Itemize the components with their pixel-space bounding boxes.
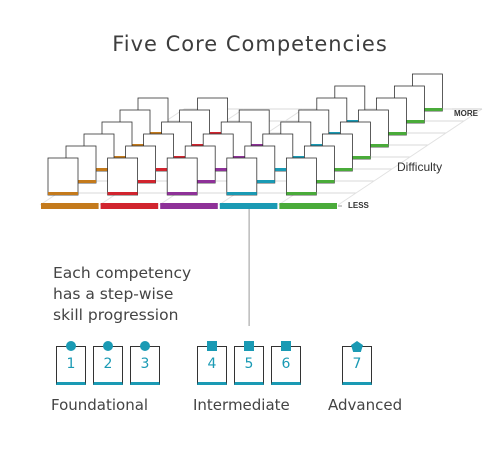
- skill-card-color-bar: [298, 144, 329, 147]
- skill-card-color-bar: [161, 156, 192, 159]
- skill-card-color-bar: [340, 156, 371, 159]
- step-number: 6: [281, 356, 291, 372]
- skill-card-color-bar: [376, 132, 407, 135]
- skill-card-color-bar: [262, 168, 293, 171]
- skill-card-color-bar: [66, 180, 96, 183]
- skill-step-card: 6: [271, 341, 301, 385]
- competency-color-band: [219, 203, 278, 209]
- step-number: 5: [244, 356, 254, 372]
- skill-card-color-bar: [138, 132, 168, 135]
- square-marker-icon: [281, 341, 291, 351]
- skill-card-color-bar: [358, 144, 389, 147]
- skill-card-color-bar: [316, 132, 347, 135]
- skill-card: [285, 157, 317, 196]
- step-number: 2: [103, 356, 113, 372]
- description-line: has a step-wise: [53, 285, 174, 303]
- skill-card: [47, 157, 79, 196]
- square-marker-icon: [244, 341, 254, 351]
- step-number: 7: [352, 356, 362, 372]
- circle-marker-icon: [103, 341, 113, 351]
- skill-step-card: 1: [56, 341, 86, 385]
- step-number: 1: [66, 356, 76, 372]
- grid-depth-line: [337, 108, 483, 206]
- skill-card-color-bar: [244, 180, 275, 183]
- skill-card-face: [166, 157, 198, 196]
- skill-step-card: 2: [93, 341, 123, 385]
- circle-marker-icon: [140, 341, 150, 351]
- skill-card-face: [226, 157, 258, 196]
- skill-card-color-bar: [143, 168, 174, 171]
- skill-card: [107, 157, 138, 196]
- skill-card-color-bar: [239, 144, 270, 147]
- description-text: Each competency has a step-wise skill pr…: [53, 263, 253, 326]
- skill-card-color-bar: [412, 108, 443, 111]
- skill-card-color-bar: [394, 120, 425, 123]
- skill-card-face: [107, 157, 138, 196]
- step-number: 4: [207, 356, 217, 372]
- competency-color-band: [279, 203, 337, 209]
- diagram-title: Five Core Competencies: [112, 32, 388, 56]
- skill-card-color-bar: [107, 192, 138, 195]
- skill-card-color-bar: [125, 180, 156, 183]
- skill-card: [226, 157, 258, 196]
- skill-card-color-bar: [226, 192, 257, 195]
- competency-color-band: [100, 203, 159, 209]
- description-line: Each competency: [53, 264, 192, 282]
- skill-card-color-bar: [179, 144, 210, 147]
- skill-card-color-bar: [221, 156, 252, 159]
- square-marker-icon: [207, 341, 217, 351]
- competency-color-band: [41, 203, 99, 209]
- axis-label-more: MORE: [454, 109, 478, 118]
- skill-card-color-bar: [102, 156, 132, 159]
- group-label-foundational: Foundational: [51, 396, 149, 414]
- skill-card-color-bar: [286, 192, 317, 195]
- competency-color-band: [160, 203, 218, 209]
- step-number: 3: [140, 356, 150, 372]
- axis-label-difficulty: Difficulty: [397, 160, 443, 174]
- skill-step-card: 3: [130, 341, 160, 385]
- skill-card-color-bar: [84, 168, 114, 171]
- skill-card-color-bar: [280, 156, 311, 159]
- skill-step-card: 5: [234, 341, 264, 385]
- skill-card-color-bar: [185, 180, 216, 183]
- circle-marker-icon: [66, 341, 76, 351]
- group-label-advanced: Advanced: [328, 396, 403, 414]
- skill-card-color-bar: [304, 180, 335, 183]
- skill-card-color-bar: [167, 192, 198, 195]
- skill-card-color-bar: [197, 132, 228, 135]
- pentagon-marker-icon: [351, 341, 363, 352]
- axis-label-less: LESS: [348, 201, 369, 210]
- skill-card-color-bar: [203, 168, 234, 171]
- skill-card-color-bar: [322, 168, 353, 171]
- skill-card-color-bar: [48, 192, 78, 195]
- skill-card-color-bar: [120, 144, 150, 147]
- skill-card-color-bar: [334, 120, 365, 123]
- skill-card: [166, 157, 198, 196]
- group-label-intermediate: Intermediate: [193, 396, 290, 414]
- skill-card-face: [285, 157, 317, 196]
- skill-card-face: [47, 157, 79, 196]
- skill-step-card: 7: [342, 341, 372, 385]
- description-line: skill progression: [53, 306, 179, 324]
- skill-step-card: 4: [197, 341, 227, 385]
